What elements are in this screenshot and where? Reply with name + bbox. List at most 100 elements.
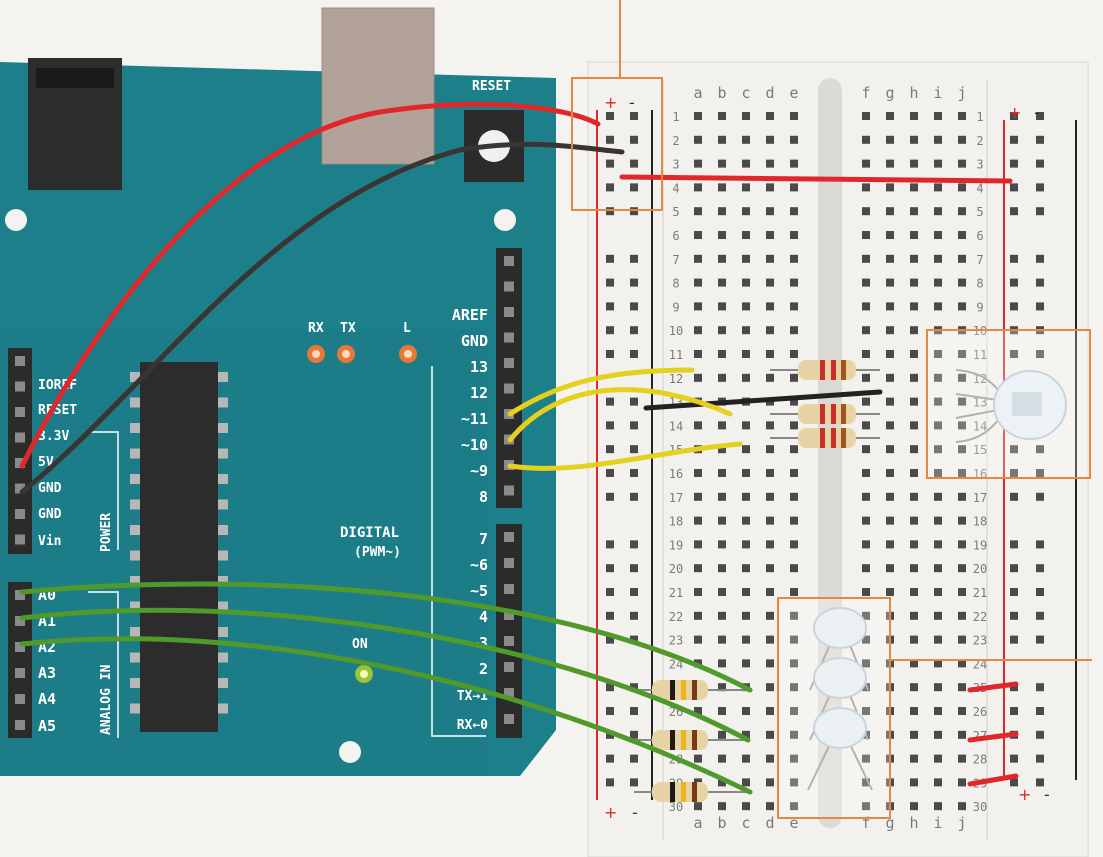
breadboard-hole <box>862 421 870 430</box>
breadboard-hole <box>934 778 942 787</box>
chip-pin <box>130 397 140 408</box>
red-wire-5v <box>19 101 601 469</box>
breadboard-hole <box>862 159 870 168</box>
breadboard-hole <box>958 635 966 644</box>
breadboard-hole <box>790 445 798 454</box>
rail-hole <box>1010 254 1018 263</box>
breadboard-hole <box>790 135 798 144</box>
header-pin <box>504 532 514 542</box>
column-letter: j <box>957 814 966 832</box>
breadboard-hole <box>934 707 942 715</box>
column-letter: f <box>861 814 870 832</box>
usb-connector <box>322 8 434 164</box>
rail-hole <box>1036 730 1044 739</box>
header-pin <box>15 616 25 626</box>
breadboard-hole <box>934 588 942 596</box>
breadboard-hole <box>742 278 750 287</box>
breadboard-hole <box>886 492 894 501</box>
rail-hole <box>606 159 614 168</box>
resistor-upper-3 <box>770 428 880 448</box>
header-pin <box>15 590 25 600</box>
led-label-tx: TX <box>340 321 356 336</box>
breadboard-hole <box>958 492 966 501</box>
row-number: 17 <box>973 491 987 505</box>
rail-hole <box>1036 469 1044 477</box>
breadboard-hole <box>694 492 702 501</box>
row-number: 20 <box>669 562 683 576</box>
breadboard-hole <box>766 183 774 192</box>
column-letter: h <box>909 814 918 832</box>
row-number: 19 <box>669 538 683 552</box>
breadboard-hole <box>790 183 798 192</box>
rail-hole <box>630 112 638 120</box>
row-number: 6 <box>672 229 679 243</box>
breadboard-hole <box>742 326 750 335</box>
breadboard-hole <box>790 207 798 216</box>
breadboard-hole <box>958 469 966 477</box>
breadboard-hole <box>742 445 750 454</box>
breadboard-hole <box>886 469 894 477</box>
row-number: 12 <box>669 372 683 386</box>
breadboard-hole <box>718 278 726 287</box>
breadboard-hole <box>886 516 894 525</box>
breadboard-hole <box>934 492 942 501</box>
row-number: 23 <box>669 634 683 648</box>
breadboard-hole <box>718 326 726 335</box>
chip-pin <box>130 550 140 561</box>
breadboard-hole <box>766 135 774 144</box>
breadboard-hole <box>790 421 798 430</box>
breadboard-hole <box>886 588 894 596</box>
rail-hole <box>1010 350 1018 358</box>
rail-hole <box>606 135 614 144</box>
rail-hole <box>1010 540 1018 549</box>
breadboard-hole <box>934 183 942 192</box>
chip-pin <box>218 448 228 459</box>
breadboard-hole <box>910 159 918 168</box>
breadboard-hole <box>742 540 750 549</box>
breadboard-hole <box>886 421 894 430</box>
breadboard-hole <box>958 231 966 239</box>
row-number: 5 <box>976 205 983 219</box>
breadboard-hole <box>718 754 726 763</box>
row-number: 2 <box>976 134 983 148</box>
pin-label-reset: RESET <box>38 403 77 418</box>
breadboard-hole <box>742 183 750 192</box>
breadboard-hole <box>790 373 798 382</box>
rail-hole <box>1010 564 1018 573</box>
rail-hole <box>630 540 638 549</box>
breadboard-hole <box>934 611 942 620</box>
rail-hole <box>1036 445 1044 454</box>
pin-label-11: ~11 <box>461 410 488 428</box>
rail-hole <box>1010 159 1018 168</box>
column-letter: e <box>789 84 798 102</box>
header-pin <box>15 458 25 468</box>
rail-hole <box>1036 207 1044 216</box>
column-letter: e <box>789 814 798 832</box>
breadboard-hole <box>958 778 966 787</box>
rail-plus-left-top: + <box>604 93 617 112</box>
breadboard-hole <box>958 112 966 120</box>
yellow-wire-10 <box>507 387 733 443</box>
rail-hole <box>630 588 638 596</box>
breadboard-hole <box>934 421 942 430</box>
breadboard-hole <box>910 350 918 358</box>
rail-hole <box>1036 112 1044 120</box>
rail-hole <box>606 683 614 692</box>
rail-hole <box>1010 469 1018 477</box>
breadboard-hole <box>742 302 750 311</box>
pin-label-3v3: 3.3V <box>38 429 69 444</box>
header-pin <box>15 356 25 366</box>
rail-hole <box>1036 302 1044 311</box>
breadboard-hole <box>766 588 774 596</box>
rail-hole <box>1010 278 1018 287</box>
row-number: 18 <box>973 515 987 529</box>
reset-label: RESET <box>472 79 511 94</box>
row-number: 4 <box>976 181 983 195</box>
breadboard-hole <box>910 445 918 454</box>
breadboard-hole <box>694 254 702 263</box>
breadboard-hole <box>766 350 774 358</box>
rail-hole <box>606 278 614 287</box>
breadboard-hole <box>718 112 726 120</box>
breadboard-hole <box>934 730 942 739</box>
breadboard-hole <box>886 350 894 358</box>
